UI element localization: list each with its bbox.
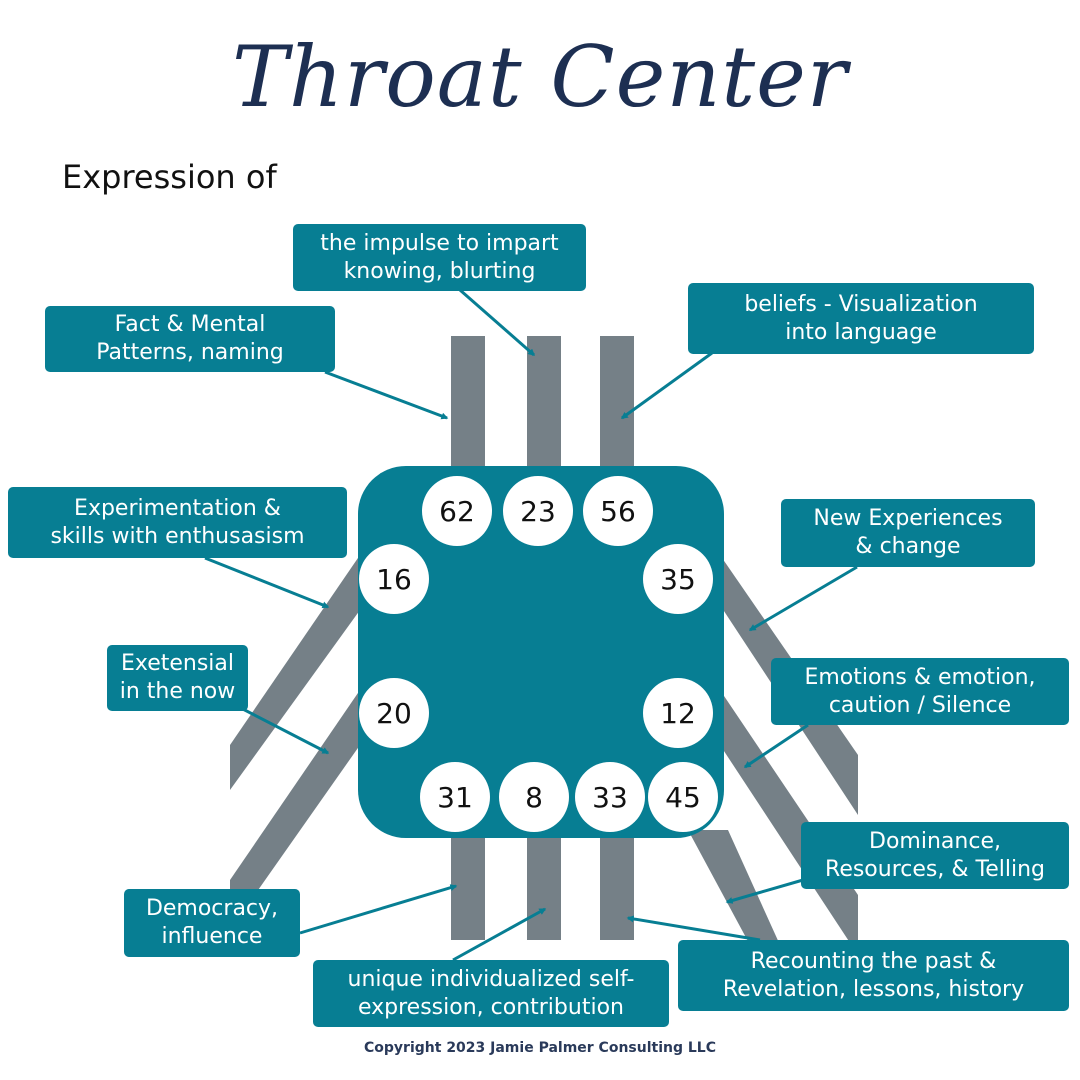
gate-16-label: 16 [376, 563, 412, 596]
channel-bottom-middle [527, 830, 561, 940]
arrow-unique [452, 907, 547, 962]
page-title: Throat Center [231, 28, 849, 126]
copyright-notice: Copyright 2023 Jamie Palmer Consulting L… [364, 1040, 716, 1056]
channel-top-right [600, 336, 634, 476]
gate-23: 23 [503, 476, 573, 546]
label-recounting: Recounting the past & Revelation, lesson… [678, 940, 1069, 1011]
arrow-fact [324, 370, 449, 420]
arrow-experimentation [204, 556, 330, 609]
label-beliefs: beliefs - Visualization into language [688, 283, 1034, 354]
label-fact: Fact & Mental Patterns, naming [45, 306, 335, 372]
channel-right-lower [688, 830, 780, 945]
channel-top-middle [527, 336, 561, 476]
label-experimentation: Experimentation & skills with enthusasis… [8, 487, 347, 558]
arrow-emotions [743, 723, 809, 769]
gate-12-label: 12 [660, 697, 696, 730]
gates: 62 23 56 16 35 20 12 31 [359, 476, 718, 832]
arrow-new-experiences [748, 565, 858, 632]
gate-62: 62 [422, 476, 492, 546]
arrows [204, 288, 858, 962]
channel-bottom-left [451, 830, 485, 940]
gate-62-label: 62 [439, 495, 475, 528]
gate-35: 35 [643, 544, 713, 614]
gate-20-label: 20 [376, 697, 412, 730]
gate-31: 31 [420, 762, 490, 832]
arrow-exetensial [234, 703, 330, 755]
label-impulse: the impulse to impart knowing, blurting [293, 224, 586, 291]
gate-56-label: 56 [600, 495, 636, 528]
gate-23-label: 23 [520, 495, 556, 528]
label-dominance: Dominance, Resources, & Telling [801, 822, 1069, 889]
gate-8: 8 [499, 762, 569, 832]
label-new-experiences: New Experiences & change [781, 499, 1035, 567]
gate-20: 20 [359, 678, 429, 748]
channel-top-left [451, 336, 485, 476]
label-unique: unique individualized self- expression, … [313, 960, 669, 1027]
subtitle: Expression of [62, 158, 277, 196]
label-democracy: Democracy, influence [124, 889, 300, 957]
gate-45: 45 [648, 762, 718, 832]
gate-8-label: 8 [525, 781, 543, 814]
gate-56: 56 [583, 476, 653, 546]
arrow-democracy [299, 884, 458, 935]
arrow-dominance [725, 878, 804, 904]
channel-left-upper [230, 555, 360, 790]
label-emotions: Emotions & emotion, caution / Silence [771, 658, 1069, 725]
gate-33-label: 33 [592, 781, 628, 814]
throat-center-square [358, 466, 724, 838]
channel-bottom-right [600, 830, 634, 940]
arrow-beliefs [620, 351, 713, 420]
gate-35-label: 35 [660, 563, 696, 596]
label-exetensial: Exetensial in the now [107, 645, 248, 711]
gate-45-label: 45 [665, 781, 701, 814]
gate-16: 16 [359, 544, 429, 614]
arrow-impulse [459, 288, 536, 357]
arrow-recounting [626, 915, 761, 942]
gate-33: 33 [575, 762, 645, 832]
gate-12: 12 [643, 678, 713, 748]
gate-31-label: 31 [437, 781, 473, 814]
